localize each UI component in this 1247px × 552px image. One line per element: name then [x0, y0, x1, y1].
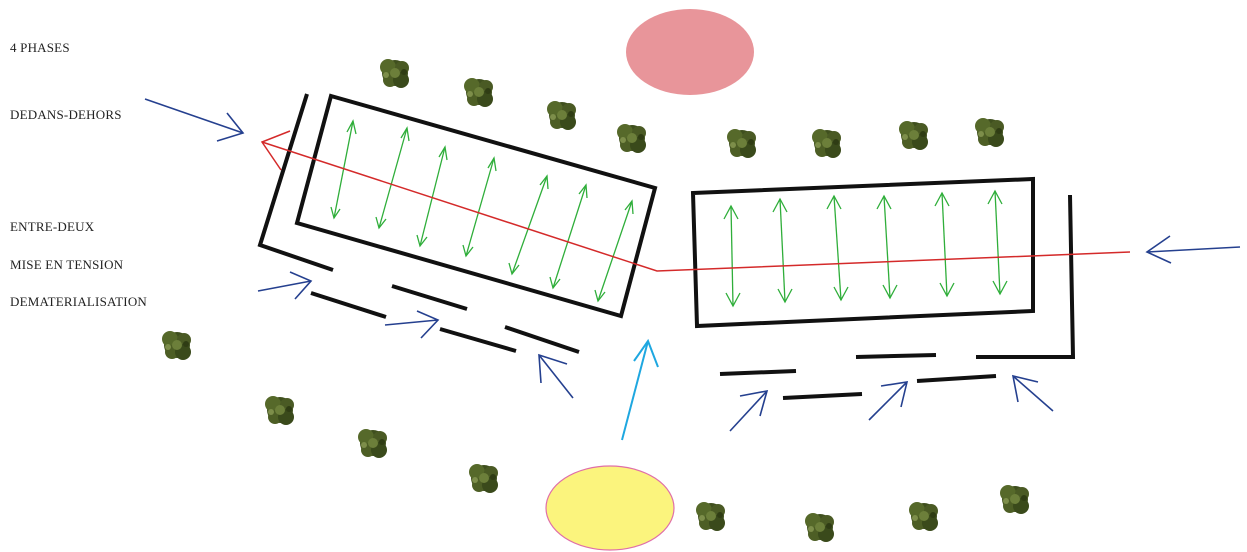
- right-wall-segment: [916, 374, 997, 383]
- entry-arrows: [144, 98, 1241, 432]
- tree-icon: [975, 118, 1004, 147]
- yellow-ellipse: [545, 465, 675, 551]
- tree-icon: [1000, 485, 1029, 514]
- mise-en-tension-label: MISE EN TENSION: [10, 257, 124, 272]
- dematerialisation-label: DEMATERIALISATION: [10, 294, 147, 309]
- arrow-icon: [144, 98, 245, 142]
- double-arrow-icon: [462, 156, 497, 258]
- main-path-arrow: [260, 130, 1131, 272]
- arrow-icon: [729, 389, 769, 432]
- right-wall-segment: [782, 392, 863, 400]
- double-arrow-icon: [416, 145, 448, 248]
- tree-icon: [617, 124, 646, 153]
- tree-icon: [899, 121, 928, 150]
- left-building-outline: [294, 93, 658, 319]
- tree-icon: [727, 129, 756, 158]
- tree-icon: [162, 331, 191, 360]
- right-circulation-arrows: [723, 189, 1008, 308]
- tree-icon: [265, 396, 294, 425]
- right-enclosure-wall: [976, 194, 1076, 359]
- dedans-dehors-label: DEDANS-DEHORS: [10, 107, 122, 122]
- pink-ellipse: [626, 9, 754, 95]
- left-wall-segment: [439, 327, 517, 353]
- arrow-icon: [868, 381, 909, 421]
- main-entry-arrow: [621, 338, 659, 441]
- right-building-outline: [690, 176, 1035, 329]
- tree-icon: [696, 502, 725, 531]
- arrow-icon: [384, 310, 440, 339]
- double-arrow-icon: [876, 194, 898, 300]
- double-arrow-icon: [375, 126, 410, 230]
- tree-icon: [380, 59, 409, 88]
- tree-icon: [358, 429, 387, 458]
- left-wall-segment: [504, 325, 580, 354]
- arrow-icon: [1011, 374, 1054, 412]
- entre-deux-label: ENTRE-DEUX: [10, 219, 95, 234]
- left-enclosure-wall: [257, 93, 334, 272]
- left-wall-segment: [391, 284, 468, 311]
- tree-icon: [812, 129, 841, 158]
- right-wall-segment: [855, 353, 937, 359]
- tree-icon: [469, 464, 498, 493]
- double-arrow-icon: [330, 119, 357, 220]
- arrow-icon: [257, 271, 313, 300]
- double-arrow-icon: [594, 199, 634, 303]
- double-arrow-icon: [826, 194, 849, 302]
- left-wall-segment: [310, 291, 387, 319]
- tree-icon: [547, 101, 576, 130]
- left-circulation-arrows: [330, 119, 634, 303]
- phases-label: 4 PHASES: [10, 40, 70, 55]
- double-arrow-icon: [987, 189, 1008, 296]
- double-arrow-icon: [934, 191, 955, 298]
- arrow-icon: [538, 353, 574, 399]
- arrow-icon: [1145, 235, 1241, 264]
- tree-icon: [805, 513, 834, 542]
- double-arrow-icon: [772, 197, 793, 304]
- tree-icon: [464, 78, 493, 107]
- right-wall-segment: [719, 369, 797, 376]
- double-arrow-icon: [723, 204, 741, 308]
- double-arrow-icon: [549, 183, 588, 290]
- tree-icon: [909, 502, 938, 531]
- double-arrow-icon: [508, 174, 549, 276]
